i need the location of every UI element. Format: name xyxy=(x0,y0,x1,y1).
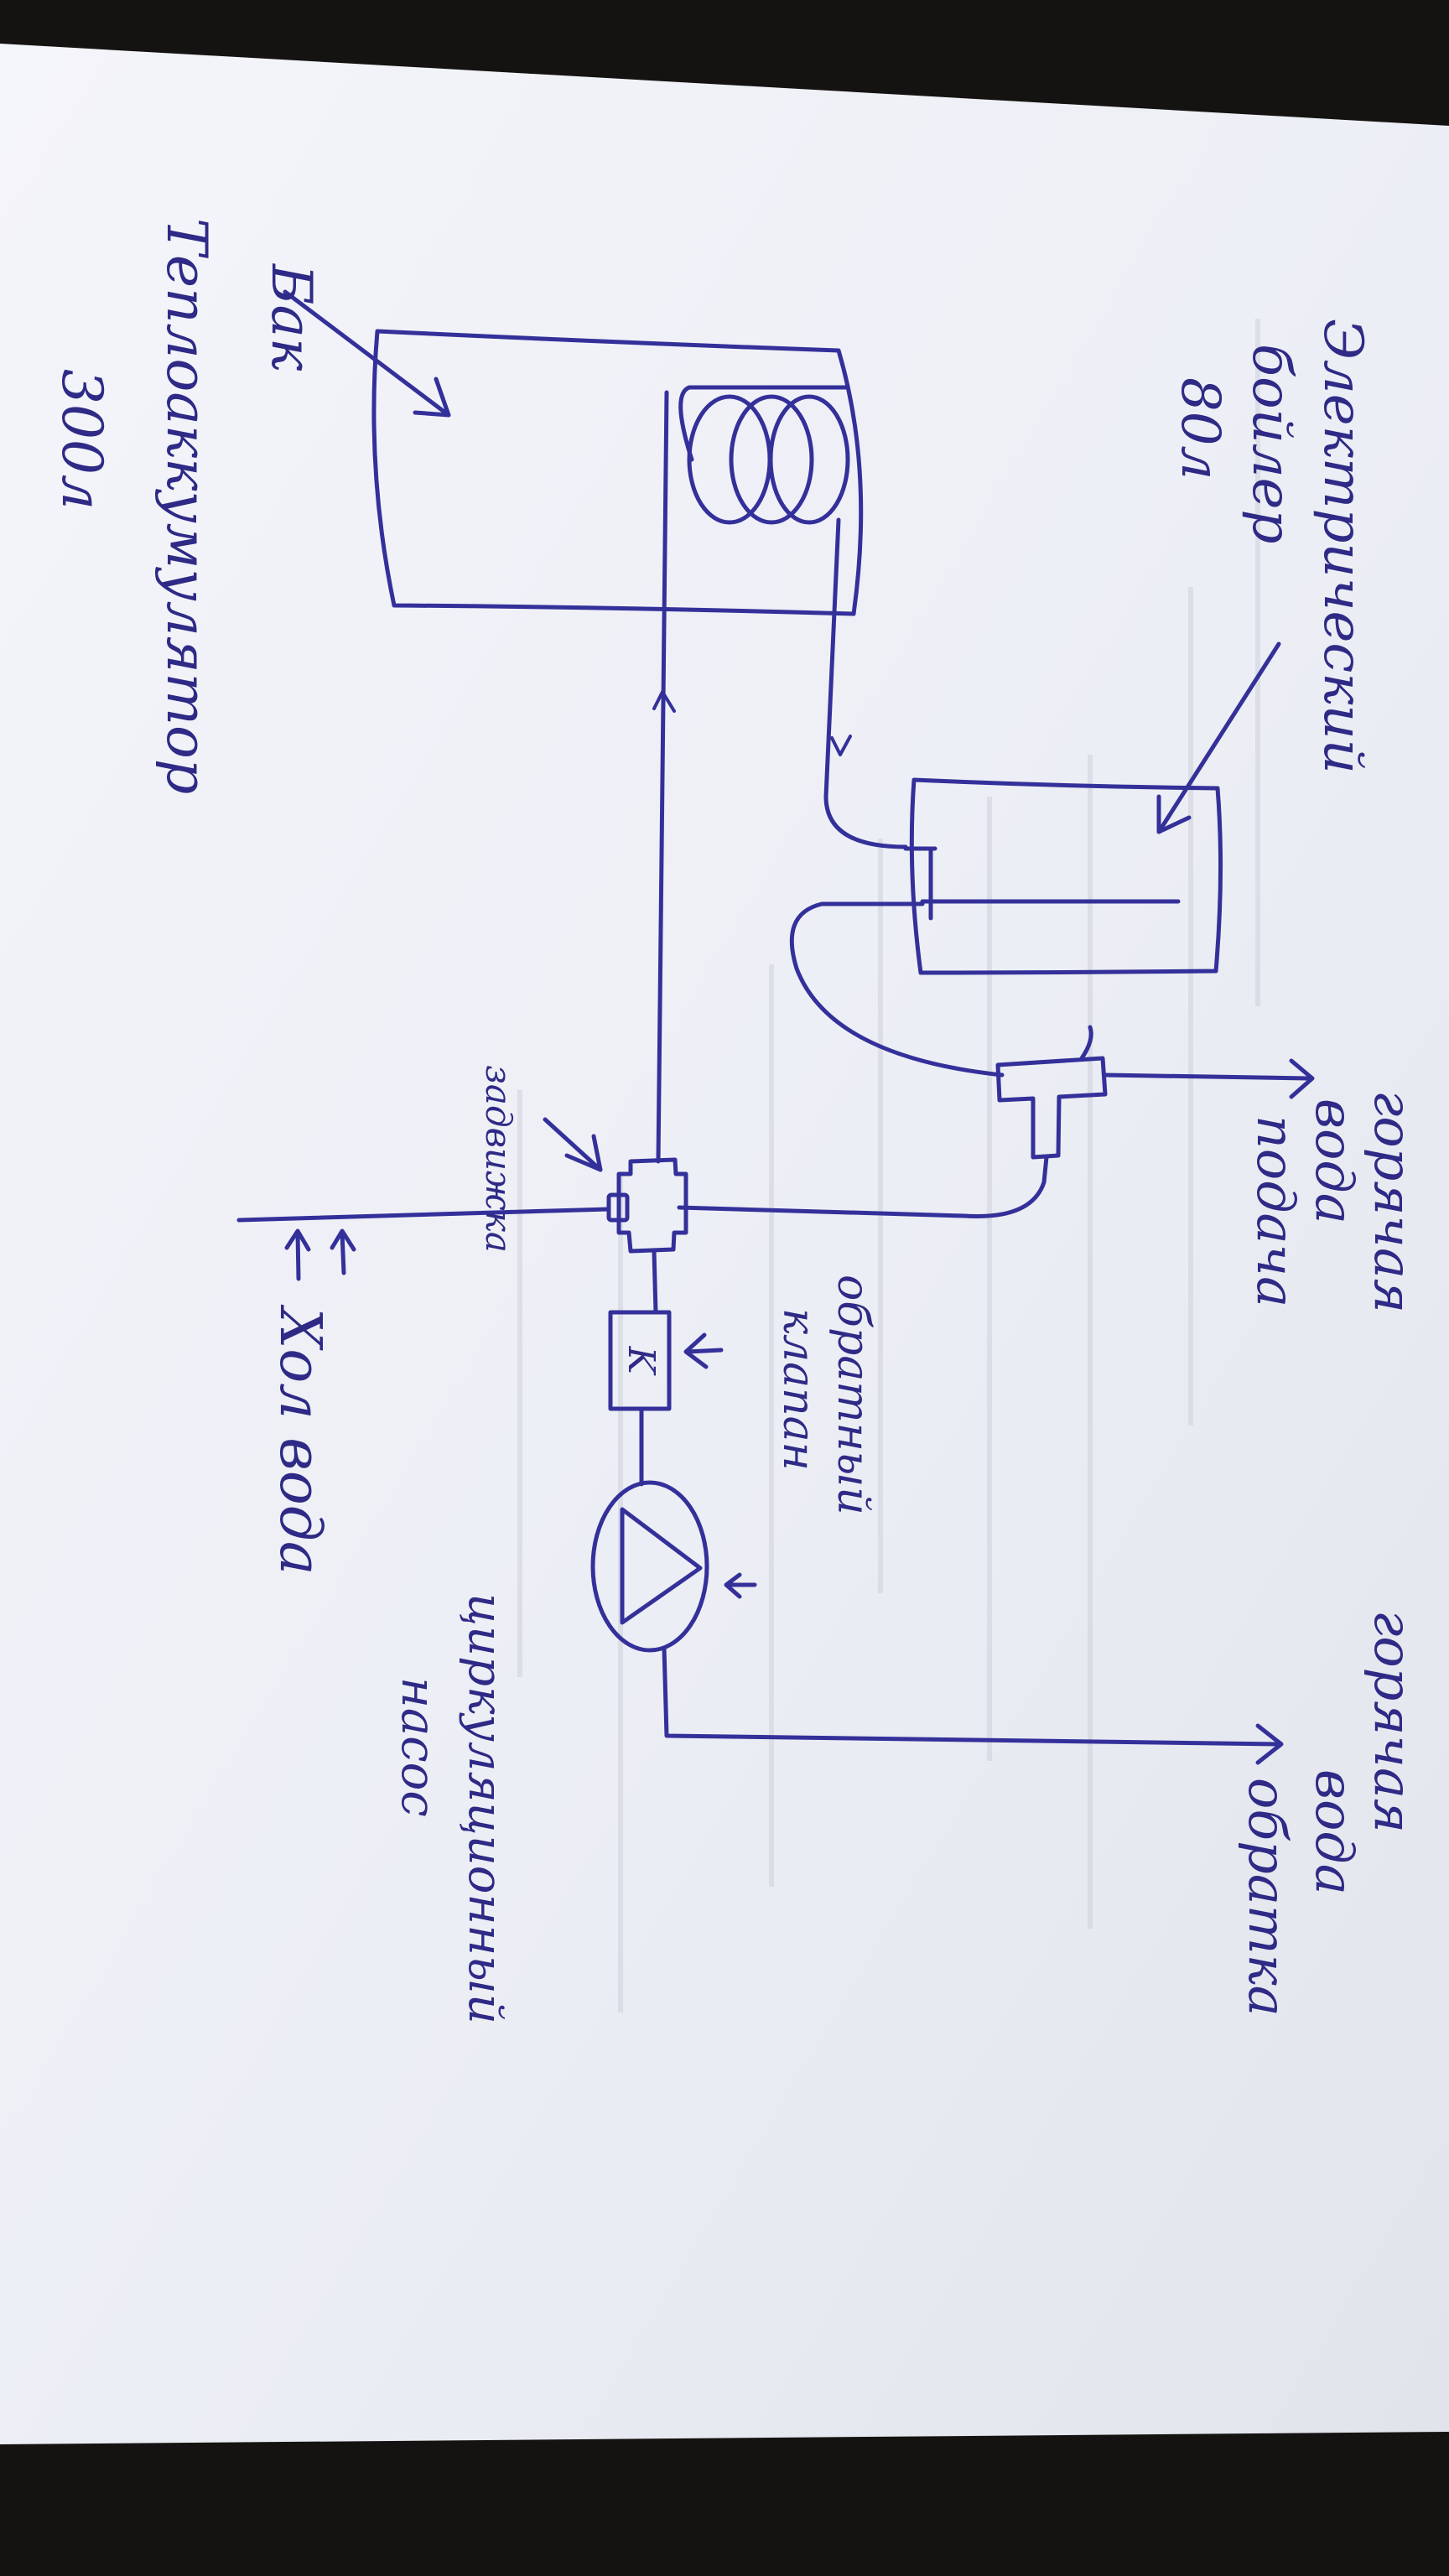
tank-name: Теплоаккумулятор xyxy=(154,218,219,794)
pump-word-2: насос xyxy=(391,1677,445,1817)
label-tank: Бак Теплоаккумулятор 300л xyxy=(49,218,324,794)
paper-sheet xyxy=(0,44,1449,2444)
storage-tank xyxy=(371,329,864,616)
electric-boiler xyxy=(789,777,1223,1078)
check-valve-symbol: K xyxy=(620,1346,662,1376)
return-word-3: обратка xyxy=(1237,1778,1298,2017)
tank-title: Бак xyxy=(259,262,324,371)
tank-volume: 300л xyxy=(49,369,114,510)
check-valve-word-1: обратный xyxy=(828,1275,878,1515)
tee-fitting-icon xyxy=(677,1025,1315,1218)
pump-icon xyxy=(590,1480,1284,1765)
label-supply: горячая вода подача xyxy=(1245,1090,1424,1313)
coil-loop-pipes xyxy=(652,390,908,1164)
supply-word-3: подача xyxy=(1245,1115,1306,1307)
boiler-volume: 80л xyxy=(1169,377,1231,480)
label-boiler: Электрический бойлер 80л xyxy=(1169,319,1374,774)
supply-word-2: вода xyxy=(1304,1098,1365,1224)
check-valve-word-2: клапан xyxy=(773,1308,823,1471)
supply-word-1: горячая xyxy=(1363,1090,1424,1313)
pump-word-1: циркуляционный xyxy=(458,1593,512,2024)
label-check-valve: обратный клапан xyxy=(773,1275,878,1515)
boiler-title: Электрический xyxy=(1311,319,1374,774)
valve-word: задвижка xyxy=(478,1065,519,1253)
tank-pointer-arrow xyxy=(283,289,451,418)
label-return: горячая вода обратка xyxy=(1237,1610,1424,2017)
boiler-pointer-arrow xyxy=(1156,641,1281,834)
heat-exchanger-coil-icon xyxy=(678,385,850,525)
cold-water-word: Хол вода xyxy=(267,1304,333,1575)
check-valve-icon xyxy=(608,1249,724,1487)
boiler-name: бойлер xyxy=(1240,344,1302,543)
return-word-2: вода xyxy=(1304,1769,1365,1895)
label-cold-water: Хол вода xyxy=(267,1304,333,1575)
faint-print-lines xyxy=(517,319,1260,2012)
return-word-1: горячая xyxy=(1363,1610,1424,1833)
label-valve: задвижка xyxy=(478,1065,519,1253)
label-pump: циркуляционный насос xyxy=(391,1593,512,2024)
valve-junction xyxy=(236,1117,688,1281)
